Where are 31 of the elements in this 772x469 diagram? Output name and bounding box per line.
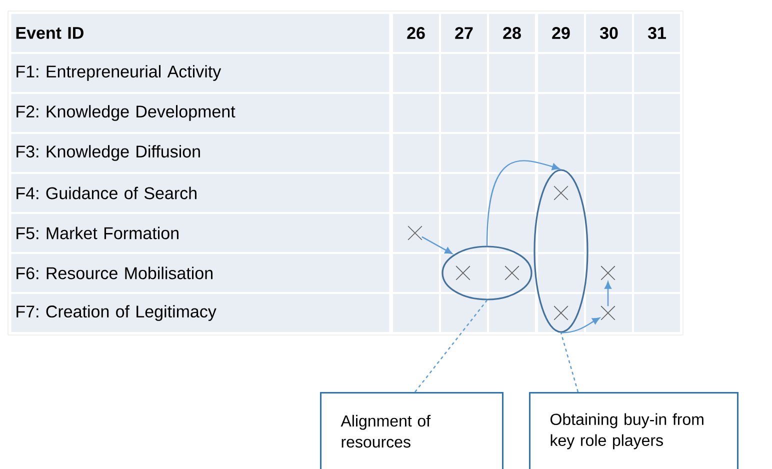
leader-line: [560, 332, 579, 392]
arrow: [422, 236, 452, 254]
table-cell: 28: [489, 14, 535, 52]
arrow: [486, 160, 560, 246]
table-cell: 26: [393, 14, 439, 52]
table-cell: F2: Knowledge Development: [11, 94, 390, 132]
table-cell: F6: Resource Mobilisation: [11, 254, 390, 292]
table-cell: F4: Guidance of Search: [11, 174, 390, 212]
table-cell: 31: [634, 14, 680, 52]
cross-mark: [600, 306, 616, 320]
cross-mark: [456, 266, 470, 280]
table-cell: F1: Entrepreneurial Activity: [11, 54, 390, 92]
cross-mark: [600, 266, 616, 280]
text-box: Alignment of resources: [320, 392, 504, 469]
ellipse: [442, 246, 532, 300]
text-box: Obtaining buy-in from key role players: [529, 392, 738, 469]
cross-mark: [504, 266, 520, 280]
ellipse: [534, 169, 588, 333]
leader-line: [414, 300, 488, 392]
table-cell: Event ID: [11, 14, 390, 52]
cross-mark: [554, 306, 568, 320]
table-cell: F5: Market Formation: [11, 214, 390, 252]
cross-mark: [408, 226, 422, 240]
arrow: [604, 281, 612, 306]
table-cell: 29: [538, 14, 584, 52]
table-cell: F7: Creation of Legitimacy: [11, 294, 390, 332]
cross-mark: [554, 186, 568, 200]
table-cell: 27: [441, 14, 487, 52]
arrow: [560, 317, 600, 334]
table-cell: 30: [586, 14, 632, 52]
table-cell: F3: Knowledge Diffusion: [11, 134, 390, 172]
